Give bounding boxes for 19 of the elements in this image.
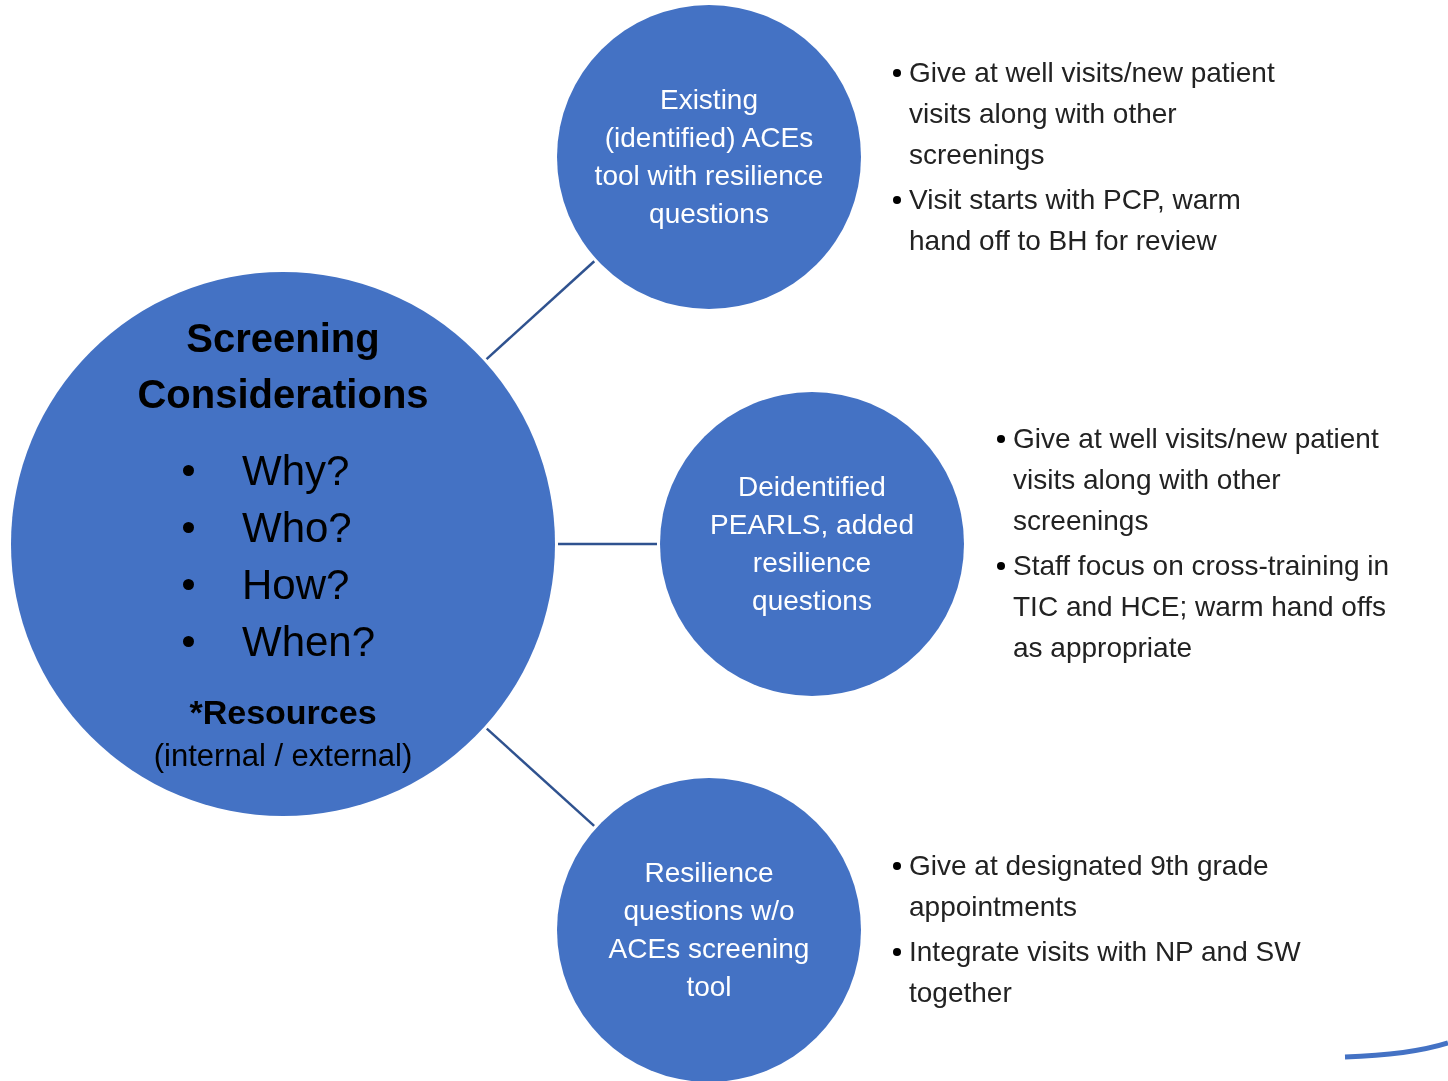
list-item: How? xyxy=(242,560,350,610)
heading: Screening Considerations xyxy=(136,315,430,418)
circle-label: Resilience questions w/o ACEs screening tool xyxy=(607,856,811,1004)
resources-heading: *Resources xyxy=(189,692,377,733)
connector-line xyxy=(485,260,596,360)
bullet-text: Staff focus on cross-training in TIC and HCE; warm hand offs as appropriate xyxy=(1013,549,1391,665)
bullet-text: Give at designated 9th grade appointments xyxy=(909,849,1270,924)
circle-label: Existing (identified) ACEs tool with resilience questions xyxy=(594,83,824,231)
list-item: Why? xyxy=(242,446,350,496)
bullet-text: Give at well visits/new patient visits along with other screenings xyxy=(909,56,1276,172)
bullet-text: Visit starts with PCP, warm hand off to BH for review xyxy=(909,183,1242,258)
circle-label: Deidentified PEARLS, added resilience questions xyxy=(709,470,915,618)
bullet-text: Give at well visits/new patient visits along with other screenings xyxy=(1013,422,1380,538)
connector-line xyxy=(485,727,595,827)
resources-note: (internal / external) xyxy=(153,737,413,775)
bullet-text: Integrate visits with NP and SW together xyxy=(909,935,1302,1010)
list-item: Who? xyxy=(242,503,352,553)
list-item: When? xyxy=(242,617,376,667)
connector-line xyxy=(558,542,657,546)
